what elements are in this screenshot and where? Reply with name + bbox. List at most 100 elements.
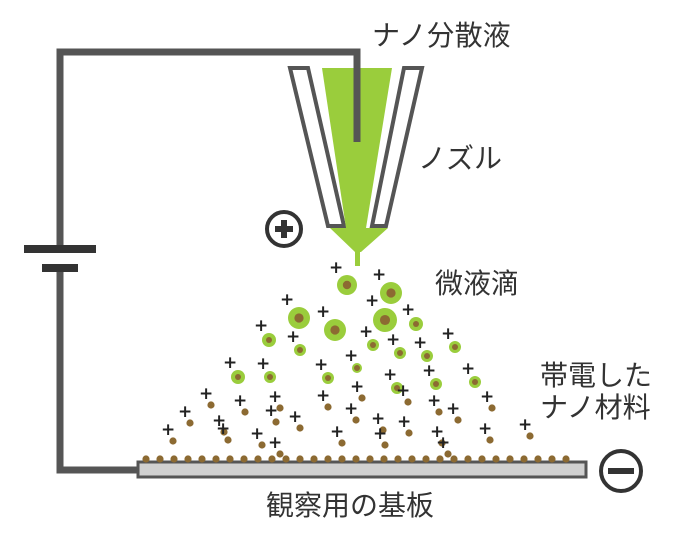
deposited-particle xyxy=(492,455,500,463)
positive-charge-icon: + xyxy=(518,415,532,435)
deposited-particle xyxy=(506,455,514,463)
charged-droplet: + xyxy=(359,322,379,351)
deposited-particle xyxy=(338,455,346,463)
nano-dispersion-liquid xyxy=(322,68,392,228)
positive-charge-icon: + xyxy=(233,391,247,411)
charged-droplet: + xyxy=(413,333,433,362)
positive-charge-icon: + xyxy=(401,300,415,320)
charged-droplet: + xyxy=(386,330,406,359)
deposited-particle xyxy=(198,455,206,463)
deposited-particle xyxy=(156,455,164,463)
charged-droplet: + xyxy=(223,353,245,384)
charged-droplet: + xyxy=(264,401,280,426)
deposited-particle xyxy=(394,455,402,463)
charged-droplet: + xyxy=(330,422,346,447)
deposited-particle xyxy=(408,455,416,463)
positive-charge-icon: + xyxy=(254,316,268,336)
positive-charge-icon: + xyxy=(430,422,444,442)
deposited-particle xyxy=(520,455,528,463)
charged-nanomaterial-line1: 帯電した xyxy=(540,359,653,392)
positive-electrode-icon xyxy=(265,210,303,248)
positive-charge-icon: + xyxy=(396,381,410,401)
positive-charge-icon: + xyxy=(268,387,282,407)
positive-charge-icon: + xyxy=(280,290,294,310)
liquid-jet xyxy=(355,250,360,266)
charged-droplet: + xyxy=(233,391,249,416)
positive-charge-icon: + xyxy=(350,377,364,397)
deposited-particle xyxy=(352,455,360,463)
positive-charge-icon: + xyxy=(316,302,330,322)
positive-charge-icon: + xyxy=(427,391,441,411)
positive-charge-icon: + xyxy=(359,322,373,342)
charged-droplet: + xyxy=(441,324,461,353)
positive-charge-icon: + xyxy=(461,359,475,379)
deposited-particles xyxy=(142,455,570,463)
charged-droplet: + xyxy=(371,409,387,434)
charged-droplet: + xyxy=(316,302,346,341)
positive-charge-icon: + xyxy=(288,407,302,427)
charged-droplet: + xyxy=(350,377,366,402)
charged-droplet: + xyxy=(286,327,306,356)
charged-droplet: + xyxy=(478,419,494,444)
circuit-wire-lower xyxy=(56,268,140,474)
positive-charge-icon: + xyxy=(212,411,226,431)
charged-droplet: + xyxy=(280,290,310,329)
positive-charge-icon: + xyxy=(256,354,270,374)
deposited-particle xyxy=(562,455,570,463)
positive-charge-icon: + xyxy=(383,365,397,385)
positive-charge-icon: + xyxy=(314,355,328,375)
positive-charge-icon: + xyxy=(373,424,387,444)
droplets-label: 微液滴 xyxy=(435,267,520,300)
positive-charge-icon: + xyxy=(268,433,282,453)
battery-long-plate xyxy=(24,245,96,253)
positive-charge-icon: + xyxy=(372,265,386,285)
positive-charge-icon: + xyxy=(436,433,450,453)
charged-droplet: + xyxy=(250,424,266,449)
nano-dispersion-label: ナノ分散液 xyxy=(372,19,511,52)
charged-droplet: + xyxy=(401,300,423,331)
deposited-particle xyxy=(464,455,472,463)
deposited-particle xyxy=(478,455,486,463)
charged-droplet: + xyxy=(365,291,397,332)
charged-droplet: + xyxy=(373,424,389,449)
taylor-cone xyxy=(330,228,388,252)
positive-charge-icon: + xyxy=(199,384,213,404)
positive-charge-icon: + xyxy=(344,346,358,366)
charged-droplet: + xyxy=(212,411,228,436)
positive-charge-icon: + xyxy=(161,420,175,440)
charged-nanomaterial-label: 帯電した ナノ材料 xyxy=(540,359,653,424)
deposited-particle xyxy=(450,455,458,463)
deposited-particle xyxy=(380,455,388,463)
charged-droplet: + xyxy=(446,399,462,424)
charged-droplet: + xyxy=(161,420,177,445)
charged-droplet: + xyxy=(288,407,304,432)
droplet-cloud: ++++++++++++++++++++++++++++++++++++++++… xyxy=(161,258,534,458)
deposited-particle xyxy=(310,455,318,463)
positive-charge-icon: + xyxy=(329,258,343,278)
deposited-particle xyxy=(184,455,192,463)
positive-charge-icon: + xyxy=(478,419,492,439)
deposited-particle xyxy=(226,455,234,463)
charged-droplet: + xyxy=(199,384,215,409)
charged-droplet: + xyxy=(344,346,362,373)
positive-charge-icon: + xyxy=(441,324,455,344)
charged-droplet: + xyxy=(329,258,357,295)
positive-charge-icon: + xyxy=(446,399,460,419)
positive-charge-icon: + xyxy=(316,386,330,406)
charged-droplet: + xyxy=(397,412,413,437)
charged-droplet: + xyxy=(383,365,403,394)
battery-short-plate xyxy=(42,264,78,272)
charged-droplet: + xyxy=(422,361,442,390)
nozzle-label: ノズル xyxy=(418,142,503,175)
positive-charge-icon: + xyxy=(330,422,344,442)
charged-droplet: + xyxy=(254,316,276,347)
deposited-particle xyxy=(282,455,290,463)
charged-droplet: + xyxy=(480,387,496,412)
deposited-particle xyxy=(142,455,150,463)
deposited-particle xyxy=(240,455,248,463)
charged-droplet: + xyxy=(216,419,232,444)
deposited-particle xyxy=(254,455,262,463)
charged-droplet: + xyxy=(268,387,284,412)
charged-droplet: + xyxy=(436,433,452,458)
